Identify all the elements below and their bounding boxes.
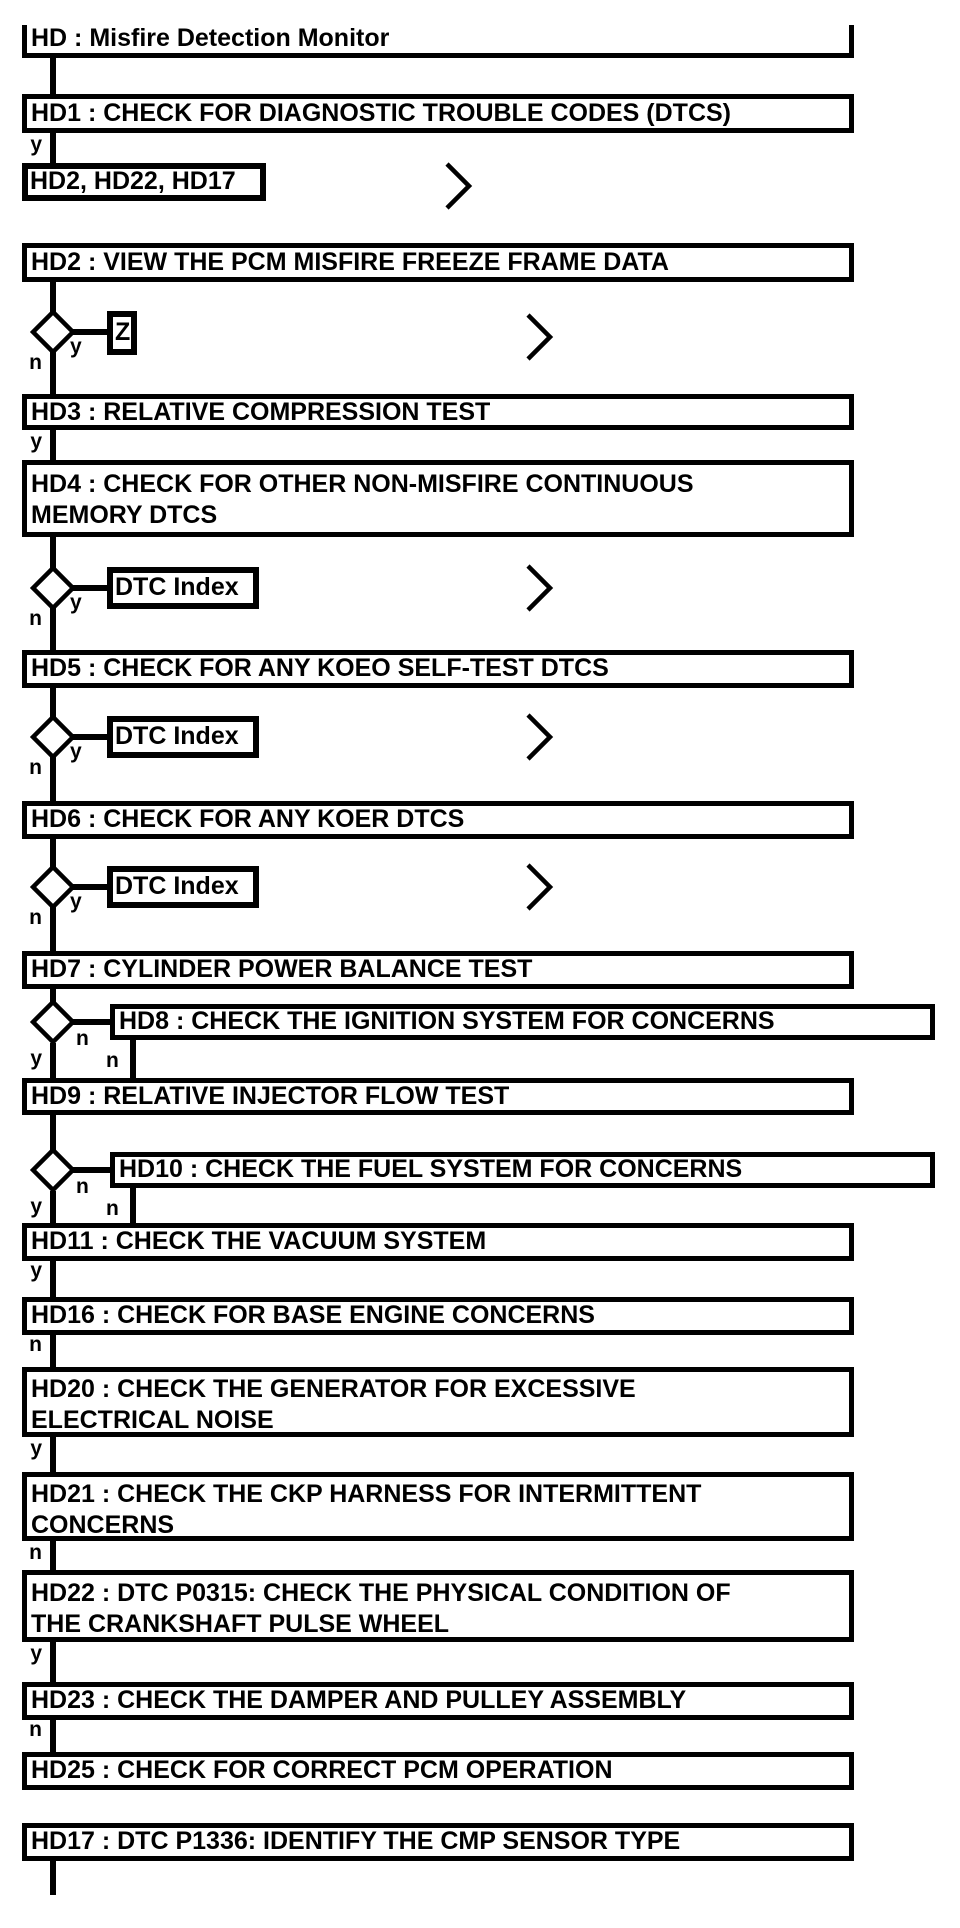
connector-line xyxy=(50,1437,56,1472)
branch-label-no: n xyxy=(106,1049,119,1072)
node-hd20-line2: ELECTRICAL NOISE xyxy=(31,1406,274,1434)
continue-chevron-icon xyxy=(526,564,554,612)
node-hd23: HD23 : CHECK THE DAMPER AND PULLEY ASSEM… xyxy=(22,1682,854,1720)
ref-node-dtc-index-2: DTC Index xyxy=(107,716,259,758)
decision-diamond-icon xyxy=(30,565,76,611)
branch-label-no: n xyxy=(29,756,42,779)
node-hd-title: HD : Misfire Detection Monitor xyxy=(22,25,854,58)
ref-node-dtc-index-1: DTC Index xyxy=(107,567,259,609)
branch-label-no: n xyxy=(29,1718,42,1741)
branch-label-no: n xyxy=(29,607,42,630)
node-hd7: HD7 : CYLINDER POWER BALANCE TEST xyxy=(22,951,854,989)
branch-label-yes: y xyxy=(30,1259,42,1282)
branch-label-yes: y xyxy=(70,890,82,913)
connector-line xyxy=(50,686,56,718)
connector-line xyxy=(50,607,56,650)
node-hd2: HD2 : VIEW THE PCM MISFIRE FREEZE FRAME … xyxy=(22,243,854,282)
connector-line xyxy=(50,537,56,570)
node-hd10: HD10 : CHECK THE FUEL SYSTEM FOR CONCERN… xyxy=(110,1152,935,1188)
node-hd20-line1: HD20 : CHECK THE GENERATOR FOR EXCESSIVE xyxy=(31,1375,636,1403)
node-hd3: HD3 : RELATIVE COMPRESSION TEST xyxy=(22,394,854,430)
decision-diamond-icon xyxy=(30,1147,76,1193)
branch-label-yes: y xyxy=(30,1437,42,1460)
connector-line xyxy=(70,585,110,591)
node-hd21-line1: HD21 : CHECK THE CKP HARNESS FOR INTERMI… xyxy=(31,1480,702,1508)
connector-line xyxy=(70,329,110,335)
branch-label-yes: y xyxy=(30,133,42,156)
node-hd9: HD9 : RELATIVE INJECTOR FLOW TEST xyxy=(22,1078,854,1115)
connector-line xyxy=(50,756,56,801)
decision-diamond-icon xyxy=(30,714,76,760)
node-hd8: HD8 : CHECK THE IGNITION SYSTEM FOR CONC… xyxy=(110,1004,935,1040)
connector-line xyxy=(50,1718,56,1752)
connector-line xyxy=(130,1040,136,1078)
connector-line xyxy=(50,351,56,394)
connector-line xyxy=(50,133,56,163)
node-hd20: HD20 : CHECK THE GENERATOR FOR EXCESSIVE… xyxy=(22,1367,854,1437)
continue-chevron-icon xyxy=(526,713,554,761)
node-hd11: HD11 : CHECK THE VACUUM SYSTEM xyxy=(22,1223,854,1261)
node-hd4-line1: HD4 : CHECK FOR OTHER NON-MISFIRE CONTIN… xyxy=(31,470,694,498)
continue-chevron-icon xyxy=(526,313,554,361)
connector-line xyxy=(50,1115,56,1151)
branch-label-no: n xyxy=(29,351,42,374)
continue-chevron-icon xyxy=(445,162,473,210)
ref-node-dtc-index-3: DTC Index xyxy=(107,866,259,908)
decision-diamond-icon xyxy=(30,999,76,1045)
connector-line xyxy=(70,1167,114,1173)
node-hd1: HD1 : CHECK FOR DIAGNOSTIC TROUBLE CODES… xyxy=(22,94,854,133)
node-hd22: HD22 : DTC P0315: CHECK THE PHYSICAL CON… xyxy=(22,1570,854,1642)
connector-line xyxy=(50,58,56,94)
branch-label-yes: y xyxy=(70,591,82,614)
decision-diamond-icon xyxy=(30,864,76,910)
ref-node-z: Z xyxy=(107,311,137,355)
branch-label-yes: y xyxy=(30,1047,42,1070)
connector-line xyxy=(50,430,56,460)
decision-diamond-icon xyxy=(30,309,76,355)
branch-label-no: n xyxy=(29,906,42,929)
node-hd25: HD25 : CHECK FOR CORRECT PCM OPERATION xyxy=(22,1752,854,1790)
node-hd5: HD5 : CHECK FOR ANY KOEO SELF-TEST DTCS xyxy=(22,650,854,688)
branch-label-yes: y xyxy=(30,1195,42,1218)
node-hd22-line1: HD22 : DTC P0315: CHECK THE PHYSICAL CON… xyxy=(31,1579,731,1607)
branch-label-no: n xyxy=(76,1175,89,1198)
connector-line xyxy=(50,1859,56,1895)
connector-line xyxy=(50,1333,56,1367)
connector-line xyxy=(50,906,56,951)
branch-label-no: n xyxy=(106,1197,119,1220)
node-hd21-line2: CONCERNS xyxy=(31,1511,175,1539)
connector-line xyxy=(50,1642,56,1682)
branch-label-no: n xyxy=(76,1027,89,1050)
connector-line xyxy=(70,734,110,740)
connector-line xyxy=(130,1188,136,1223)
connector-line xyxy=(50,1043,56,1078)
connector-line xyxy=(50,1191,56,1223)
node-hd16: HD16 : CHECK FOR BASE ENGINE CONCERNS xyxy=(22,1297,854,1335)
branch-label-yes: y xyxy=(70,335,82,358)
branch-label-yes: y xyxy=(30,1642,42,1665)
branch-label-yes: y xyxy=(30,430,42,453)
node-hd21: HD21 : CHECK THE CKP HARNESS FOR INTERMI… xyxy=(22,1472,854,1541)
connector-line xyxy=(50,1259,56,1297)
node-hd17: HD17 : DTC P1336: IDENTIFY THE CMP SENSO… xyxy=(22,1823,854,1861)
branch-label-no: n xyxy=(29,1333,42,1356)
branch-label-yes: y xyxy=(70,740,82,763)
continue-chevron-icon xyxy=(526,863,554,911)
connector-line xyxy=(70,884,110,890)
node-hd4: HD4 : CHECK FOR OTHER NON-MISFIRE CONTIN… xyxy=(22,460,854,537)
connector-line xyxy=(70,1019,114,1025)
connector-line xyxy=(50,282,56,314)
connector-line xyxy=(50,987,56,1003)
connector-line xyxy=(50,1541,56,1570)
branch-label-no: n xyxy=(29,1541,42,1564)
connector-line xyxy=(50,837,56,868)
node-hd22-line2: THE CRANKSHAFT PULSE WHEEL xyxy=(31,1610,450,1638)
ref-node-codes: HD2, HD22, HD17 xyxy=(22,163,266,201)
node-hd4-line2: MEMORY DTCS xyxy=(31,501,218,529)
node-hd6: HD6 : CHECK FOR ANY KOER DTCS xyxy=(22,801,854,839)
